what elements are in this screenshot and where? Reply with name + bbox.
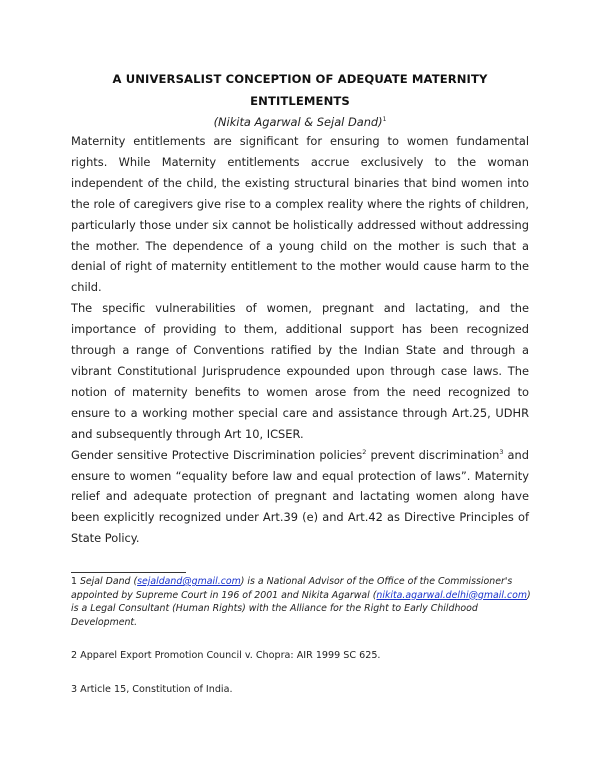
footnote-ref-1[interactable]: 1 (382, 116, 387, 123)
paragraph-1: Maternity entitlements are significant f… (71, 134, 529, 295)
paragraph-3-text-b: prevent discrimination (366, 447, 500, 462)
author-byline: (Nikita Agarwal & Sejal Dand)1 (60, 111, 540, 131)
email-link-nikita[interactable]: nikita.agarwal.delhi@gmail.com (376, 589, 527, 601)
footnote-separator (71, 572, 186, 573)
footnote-1-text-c: ) is a Legal Consultant (Human Rights) w… (71, 589, 531, 628)
author-names: (Nikita Agarwal & Sejal Dand) (213, 115, 383, 129)
paragraph-3-text-c: and ensure to women “equality before law… (71, 447, 529, 546)
footnote-1-text-a: Sejal Dand ( (76, 576, 138, 587)
footnote-1-text-b: ) is a National Advisor of the Office of… (71, 576, 513, 601)
footnote-2-number: 2 (71, 650, 78, 661)
footnote-3: 3 Article 15, Constitution of India. (71, 683, 541, 697)
document-title: A UNIVERSALIST CONCEPTION OF ADEQUATE MA… (60, 68, 540, 112)
footnote-3-text: Article 15, Constitution of India. (77, 684, 233, 695)
footnote-1-number: 1 (71, 576, 77, 587)
footnote-2-text: Apparel Export Promotion Council v. Chop… (77, 650, 381, 661)
paragraph-3-text-a: Gender sensitive Protective Discriminati… (71, 447, 363, 462)
title-line-2: ENTITLEMENTS (250, 94, 350, 108)
email-link-sejal[interactable]: sejaldand@gmail.com (137, 576, 241, 587)
footnote-1: 1 Sejal Dand (sejaldand@gmail.com) is a … (71, 575, 541, 629)
title-line-1: A UNIVERSALIST CONCEPTION OF ADEQUATE MA… (112, 72, 488, 86)
footnote-ref-2[interactable]: 2 (362, 447, 367, 456)
paragraph-3: Gender sensitive Protective Discriminati… (71, 445, 529, 550)
document-body: Maternity entitlements are significant f… (71, 131, 529, 549)
footnote-2: 2 Apparel Export Promotion Council v. Ch… (71, 649, 541, 663)
footnote-3-number: 3 (71, 684, 78, 695)
footnote-ref-3[interactable]: 3 (499, 447, 504, 456)
paragraph-2: The specific vulnerabilities of women, p… (71, 301, 529, 441)
